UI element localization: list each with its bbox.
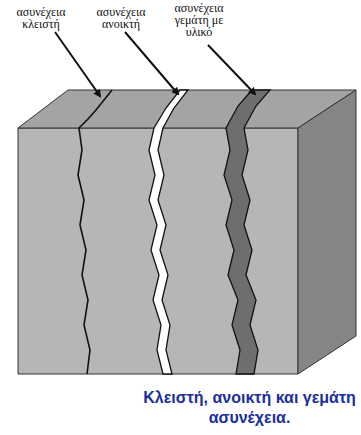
- figure-caption: Κλειστή, ανοικτή και γεμάτη ασυνέχεια.: [142, 388, 357, 428]
- open-fracture: [149, 90, 188, 374]
- leader-arrow: [55, 32, 100, 96]
- top-face: [18, 90, 356, 128]
- closed-fracture: [78, 90, 112, 374]
- leader-arrow: [125, 32, 178, 94]
- leader-arrow: [208, 45, 255, 94]
- filled-fracture: [224, 90, 270, 374]
- callout-label: ασυνέχεια ανοικτή: [86, 6, 156, 30]
- callout-label: ασυνέχεια κλειστή: [4, 6, 78, 30]
- callout-label: ασυνέχεια γεμάτη με υλικό: [160, 2, 238, 38]
- side-face: [298, 90, 356, 374]
